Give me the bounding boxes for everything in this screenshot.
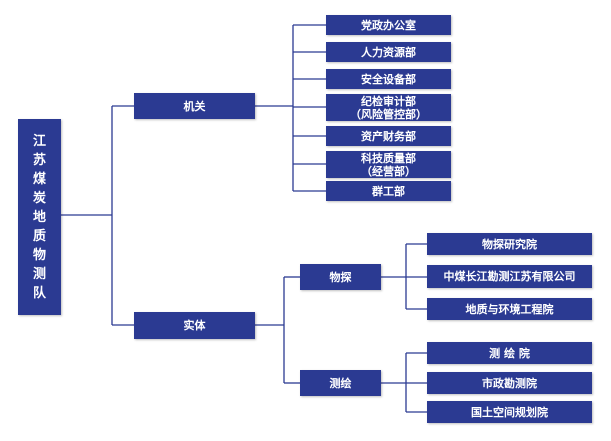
node-discipline-audit-department: 纪检审计部 （风险管控部） bbox=[326, 94, 451, 121]
node-asset-finance-department: 资产财务部 bbox=[326, 126, 451, 146]
node-zhongmei-changjiang-survey-company: 中煤长江勘测江苏有限公司 bbox=[427, 265, 592, 288]
node-geophysical: 物探 bbox=[300, 264, 381, 290]
node-label: 市政勘测院 bbox=[482, 376, 537, 390]
node-label: 科技质量部 bbox=[361, 151, 416, 165]
root-char: 炭 bbox=[32, 190, 46, 206]
node-sublabel: （经营部） bbox=[361, 164, 416, 178]
root-char: 地 bbox=[32, 209, 46, 225]
node-surveying-institute: 测 绘 院 bbox=[427, 342, 592, 364]
node-safety-equipment-department: 安全设备部 bbox=[326, 69, 451, 89]
root-node-jiangsu-coal-geology-survey-team: 江 苏 煤 炭 地 质 物 测 队 bbox=[18, 119, 61, 315]
node-shiti: 实体 bbox=[134, 312, 255, 339]
root-char: 队 bbox=[32, 285, 46, 301]
root-char: 苏 bbox=[32, 152, 46, 168]
node-label: 群工部 bbox=[372, 184, 405, 198]
node-party-office: 党政办公室 bbox=[326, 15, 451, 35]
node-municipal-survey-institute: 市政勘测院 bbox=[427, 372, 592, 394]
node-label: 物探 bbox=[329, 270, 352, 284]
node-geology-environment-institute: 地质与环境工程院 bbox=[427, 298, 592, 320]
node-label: 机关 bbox=[183, 99, 206, 113]
node-jiguan: 机关 bbox=[134, 93, 255, 119]
node-hr-department: 人力资源部 bbox=[326, 42, 451, 62]
node-sublabel: （风险管控部） bbox=[350, 107, 427, 121]
root-char: 测 bbox=[32, 266, 46, 282]
root-char: 江 bbox=[32, 133, 46, 149]
node-label: 实体 bbox=[183, 319, 206, 332]
root-char: 煤 bbox=[32, 171, 46, 187]
node-territorial-planning-institute: 国土空间规划院 bbox=[427, 401, 592, 423]
node-label: 人力资源部 bbox=[361, 45, 416, 59]
node-geophysical-research-institute: 物探研究院 bbox=[427, 233, 592, 255]
node-label: 资产财务部 bbox=[361, 129, 416, 143]
node-tech-quality-department: 科技质量部 （经营部） bbox=[326, 151, 451, 178]
node-mass-work-department: 群工部 bbox=[326, 181, 451, 201]
node-label: 党政办公室 bbox=[361, 18, 416, 32]
node-label: 纪检审计部 bbox=[361, 94, 416, 108]
root-char: 质 bbox=[32, 228, 46, 244]
root-char: 物 bbox=[32, 247, 46, 263]
node-label: 物探研究院 bbox=[482, 237, 537, 251]
node-label: 测 绘 院 bbox=[489, 346, 530, 360]
node-surveying: 测绘 bbox=[300, 370, 381, 396]
node-label: 国土空间规划院 bbox=[471, 405, 548, 419]
node-label: 安全设备部 bbox=[361, 72, 416, 86]
node-label: 测绘 bbox=[329, 376, 352, 390]
node-label: 地质与环境工程院 bbox=[465, 302, 554, 316]
node-label: 中煤长江勘测江苏有限公司 bbox=[443, 270, 576, 283]
